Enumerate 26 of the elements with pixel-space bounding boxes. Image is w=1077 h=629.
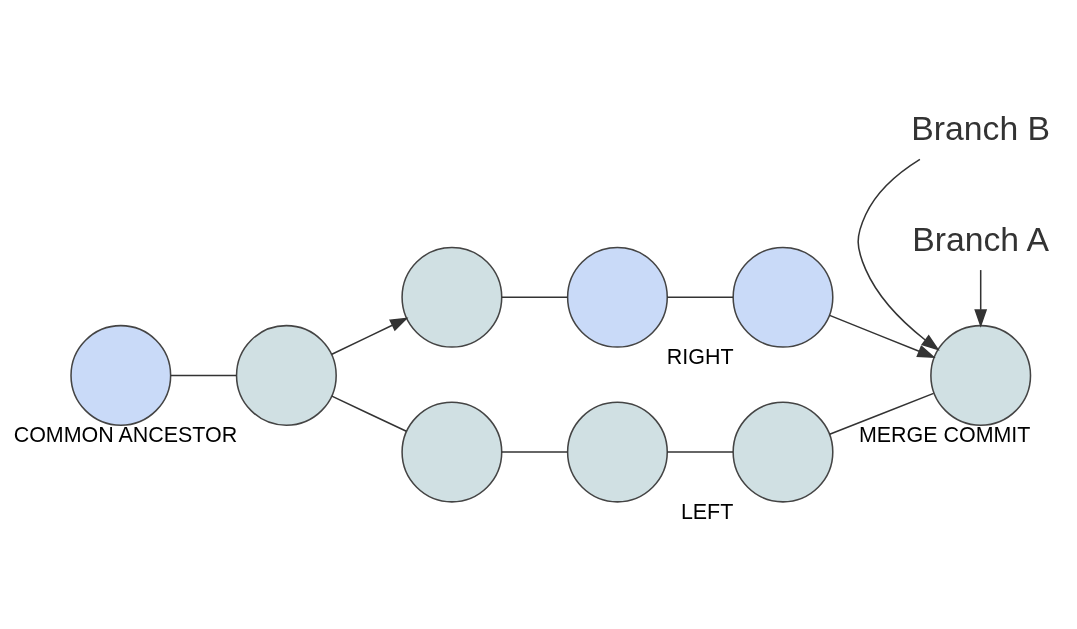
node-circle — [566, 401, 668, 503]
node-circle — [732, 401, 834, 503]
node-circle — [401, 246, 503, 348]
node-label: RIGHT — [666, 345, 734, 370]
arrow — [331, 317, 409, 356]
arrow — [828, 314, 936, 358]
node-circle — [566, 246, 668, 348]
node-label: COMMON ANCESTOR — [13, 423, 238, 448]
connector — [828, 392, 935, 436]
node-circle — [401, 401, 503, 503]
node-circle — [732, 246, 834, 348]
arrow — [857, 158, 940, 351]
node-text: Branch A — [912, 219, 1050, 258]
node-text: Branch B — [911, 109, 1051, 148]
node-circle — [70, 324, 172, 426]
node-circle — [235, 324, 337, 426]
node-circle — [930, 324, 1032, 426]
node-label: MERGE COMMIT — [858, 423, 1031, 448]
connector — [169, 374, 238, 377]
connector — [500, 296, 569, 299]
connector — [331, 395, 408, 433]
connector — [500, 451, 569, 453]
connector — [666, 451, 734, 453]
node-label: LEFT — [680, 500, 734, 525]
connector — [666, 296, 734, 299]
arrow — [974, 269, 988, 328]
